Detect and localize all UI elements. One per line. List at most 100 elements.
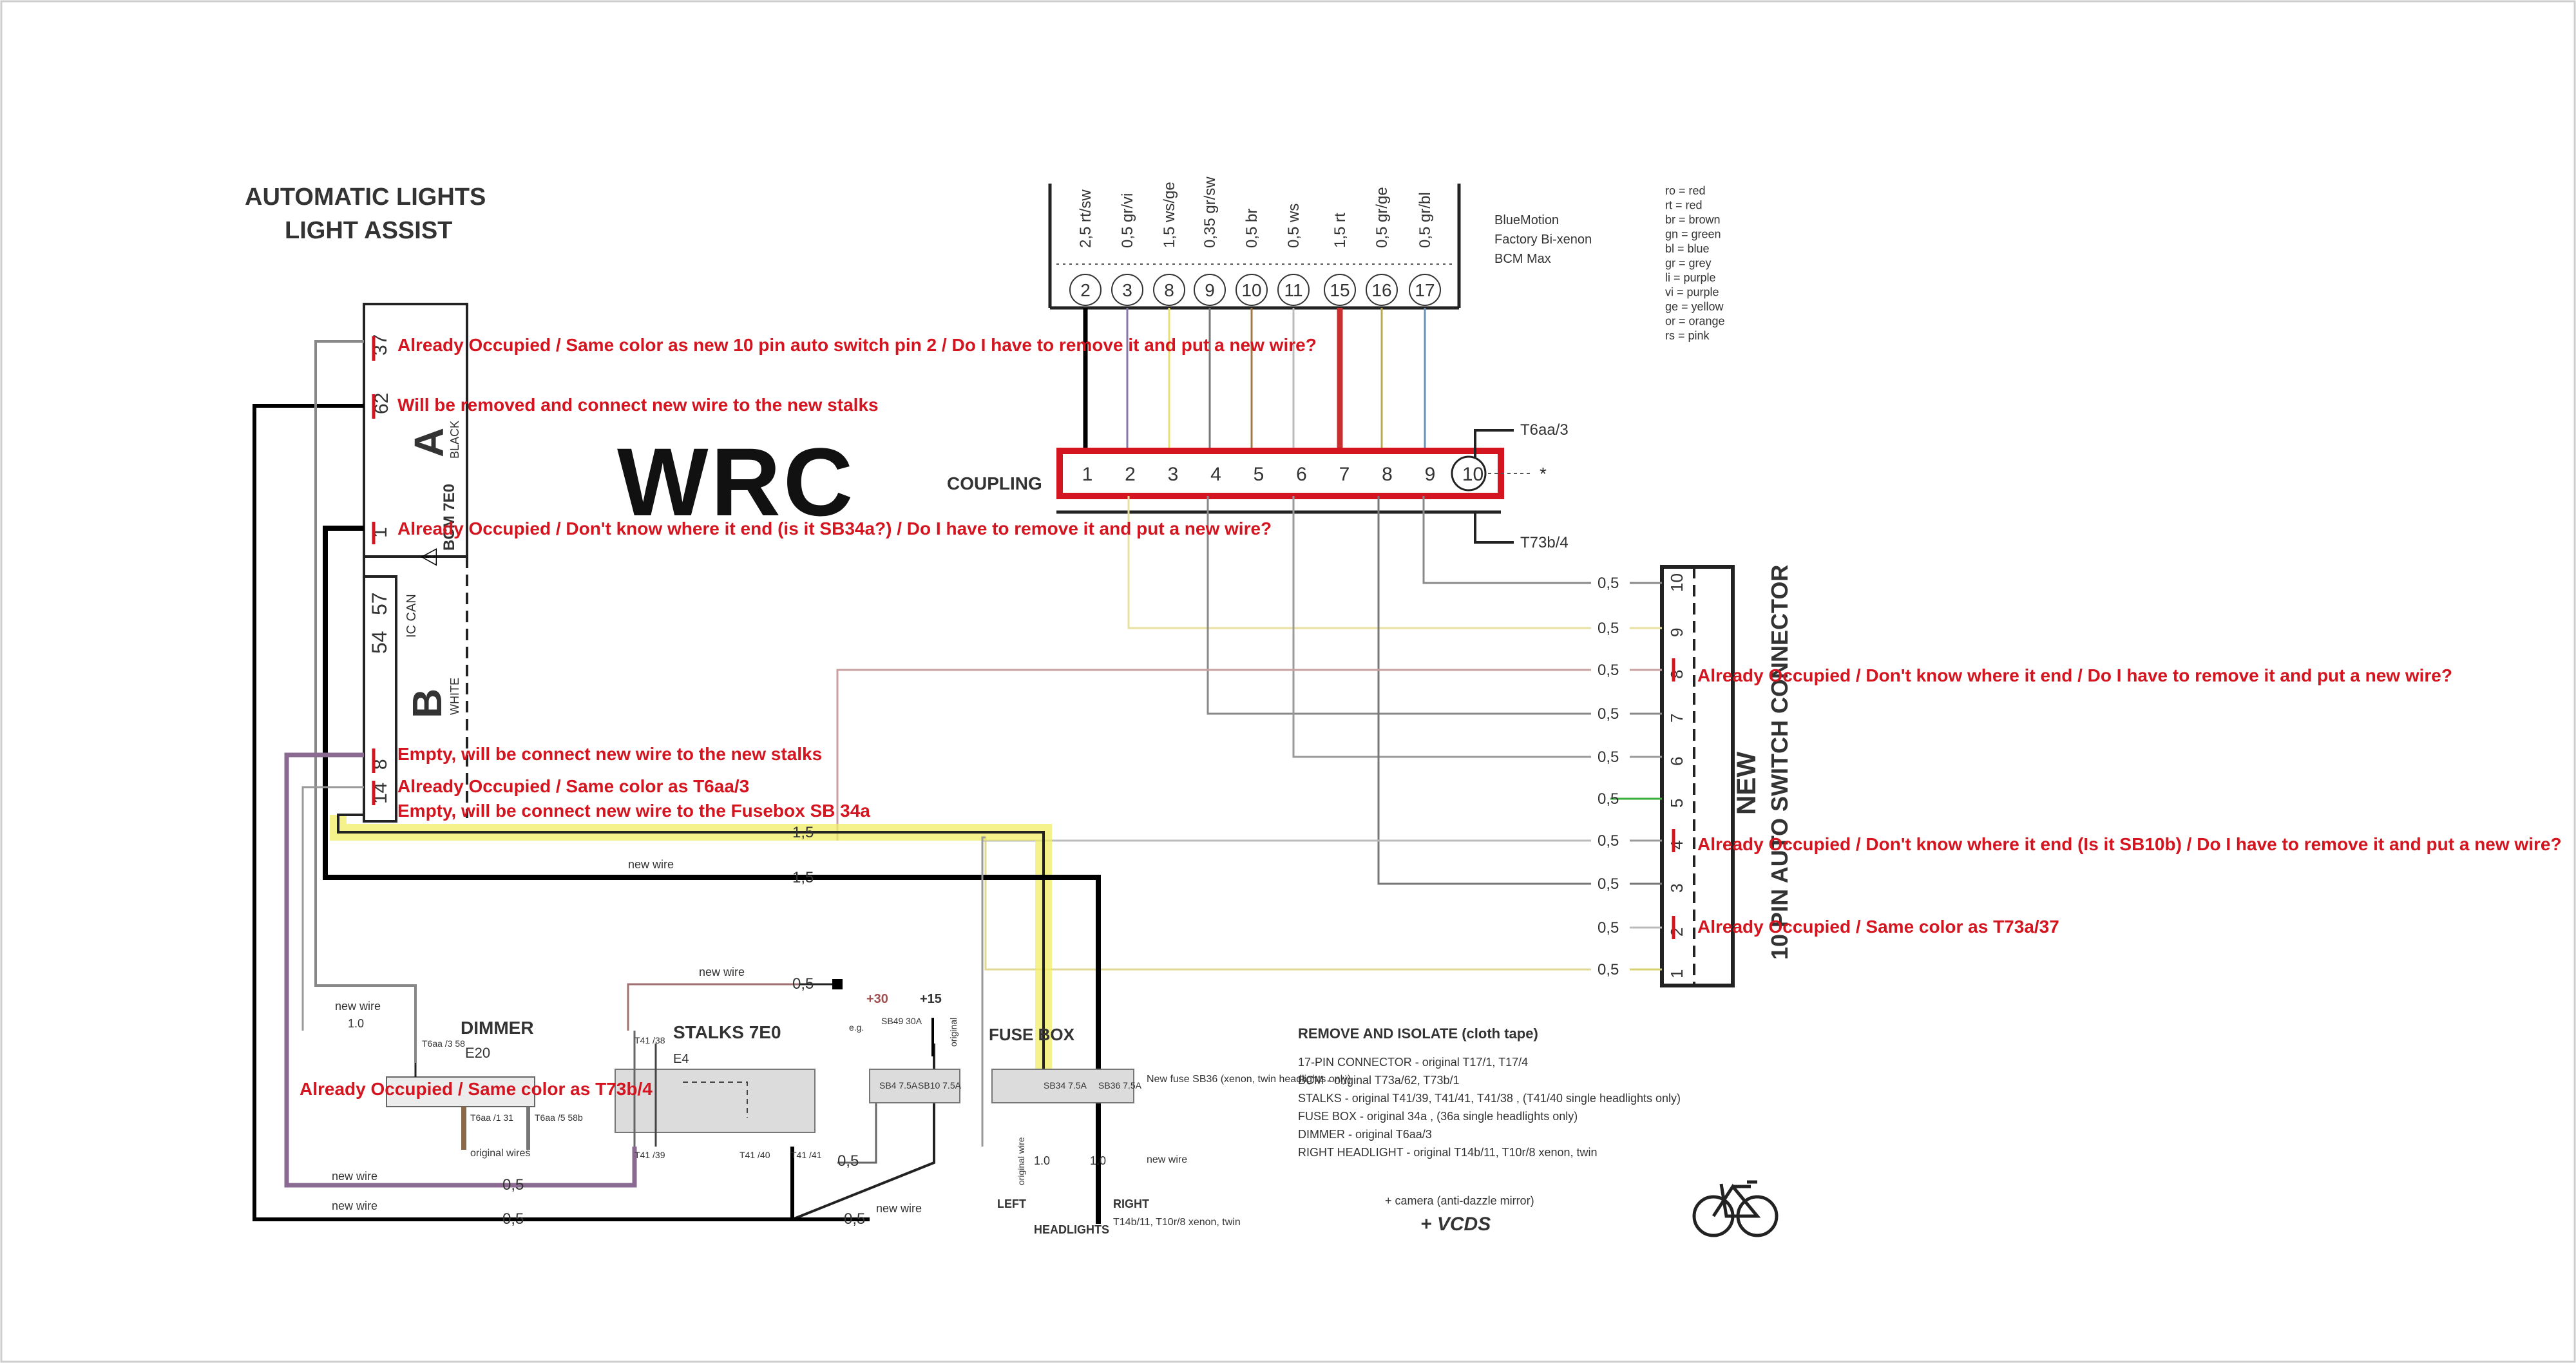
gauge-05-mid: 0,5 bbox=[792, 975, 814, 993]
switch-pin-number: 2 bbox=[1667, 928, 1686, 937]
switch-gauge: 0,5 bbox=[1598, 662, 1619, 679]
switch-gauge: 0,5 bbox=[1598, 575, 1619, 592]
headlight-right-detail: T14b/11, T10r/8 xenon, twin bbox=[1113, 1217, 1241, 1228]
fuse-original-wire: original wire bbox=[1016, 1137, 1026, 1185]
top-pin-circle bbox=[1194, 274, 1226, 306]
fuse-box-title: FUSE BOX bbox=[989, 1025, 1075, 1044]
remove-vcds: + VCDS bbox=[1420, 1214, 1491, 1235]
switch-pin-number: 9 bbox=[1667, 628, 1686, 637]
top-pin-number: 10 bbox=[1241, 280, 1261, 300]
note-bcm-37: Already Occupied / Same color as new 10 … bbox=[397, 335, 1317, 355]
coupling-pin: 5 bbox=[1254, 464, 1264, 485]
switch-pin-number: 4 bbox=[1667, 841, 1686, 850]
coupling-pin: 4 bbox=[1210, 464, 1221, 485]
top-info-1: BlueMotion bbox=[1494, 213, 1559, 227]
fuse-original: original bbox=[948, 1018, 959, 1047]
stalks-title: STALKS 7E0 bbox=[673, 1022, 781, 1042]
stalks-t41-38: T41 /38 bbox=[634, 1035, 665, 1045]
coupling-t73b: T73b/4 bbox=[1520, 534, 1569, 551]
new-wire-label-3: new wire bbox=[332, 1170, 377, 1183]
fuse-sb4: SB4 7.5A bbox=[879, 1080, 918, 1091]
top-wire-label: 1,5 ws/ge bbox=[1161, 182, 1178, 248]
remove-line: FUSE BOX - original 34a , (36a single he… bbox=[1298, 1110, 1578, 1123]
dimmer-t6aa-b: T6aa /1 31 bbox=[470, 1112, 513, 1123]
stalks-unit bbox=[615, 1031, 816, 1147]
legend-entry: ge = yellow bbox=[1665, 300, 1724, 313]
bcm-label-b: B bbox=[404, 689, 450, 718]
warning-icon: ⚠ bbox=[417, 548, 442, 567]
switch-pin-number: 7 bbox=[1667, 714, 1686, 723]
gauge-05-b: 0,5 bbox=[502, 1210, 524, 1228]
top-wire-label: 0,5 gr/vi bbox=[1119, 193, 1136, 248]
fuse-gauge-10b: 1.0 bbox=[1090, 1154, 1106, 1167]
fuse-plus15: +15 bbox=[920, 992, 942, 1006]
note-bcm-62: Will be removed and connect new wire to … bbox=[397, 395, 879, 415]
legend-entry: gr = grey bbox=[1665, 257, 1712, 270]
main-wiring bbox=[253, 340, 1101, 1224]
top-pin-number: 16 bbox=[1371, 280, 1391, 300]
note-bcm-8: Empty, will be connect new wire to the n… bbox=[397, 744, 822, 764]
fuse-sb34: SB34 7.5A bbox=[1044, 1080, 1087, 1091]
new-wire-label-5: new wire bbox=[876, 1202, 922, 1215]
bcm-ic-can: IC CAN bbox=[405, 594, 419, 638]
gauge-05-a: 0,5 bbox=[502, 1176, 524, 1194]
coupling-pin: 3 bbox=[1168, 464, 1179, 485]
switch-pin-number: 10 bbox=[1667, 573, 1686, 592]
bcm-black: BLACK bbox=[448, 421, 461, 459]
top-pin-circle bbox=[1409, 274, 1441, 306]
stalks-t41-b2: T41 /40 bbox=[739, 1150, 770, 1160]
remove-title: REMOVE AND ISOLATE (cloth tape) bbox=[1298, 1025, 1538, 1042]
bcm-connector: 37 62 1 8 14 A BLACK BCM 7E0 ⚠ 54 57 IC … bbox=[363, 303, 468, 823]
top-pin-number: 17 bbox=[1415, 280, 1435, 300]
headlight-left: LEFT bbox=[997, 1197, 1026, 1210]
remove-line: 17-PIN CONNECTOR - original T17/1, T17/4 bbox=[1298, 1056, 1528, 1069]
fuse-new-wire: new wire bbox=[1147, 1154, 1187, 1165]
top-wire-label: 2,5 rt/sw bbox=[1077, 189, 1094, 248]
wrc-logo: WRC bbox=[617, 428, 855, 536]
stalks-t41-b1: T41 /39 bbox=[634, 1150, 665, 1160]
top-17-pin-connector bbox=[1048, 184, 1461, 310]
fuse-gauge-10a: 1.0 bbox=[1034, 1154, 1050, 1167]
top-wire-label: 0,5 gr/ge bbox=[1373, 187, 1391, 248]
legend-entry: vi = purple bbox=[1665, 286, 1719, 299]
switch-title-2: 10 PIN AUTO SWITCH CONNECTOR bbox=[1766, 565, 1793, 960]
top-pin-circle bbox=[1069, 274, 1102, 306]
remove-line: STALKS - original T41/39, T41/41, T41/38… bbox=[1298, 1092, 1681, 1105]
bicycle-icon bbox=[1692, 1180, 1779, 1237]
coupling-pin: 1 bbox=[1082, 464, 1093, 485]
legend-entry: gn = green bbox=[1665, 228, 1721, 241]
bcm-part: BCM 7E0 bbox=[441, 484, 458, 551]
dimmer-title: DIMMER bbox=[461, 1018, 534, 1038]
note-switch-2: Already Occupied / Same color as T73a/37 bbox=[1697, 917, 2059, 937]
remove-line: RIGHT HEADLIGHT - original T14b/11, T10r… bbox=[1298, 1146, 1598, 1159]
top-pin-number: 9 bbox=[1205, 280, 1215, 300]
top-wire-label: 0,35 gr/sw bbox=[1201, 176, 1219, 248]
coupling-pin: 7 bbox=[1339, 464, 1350, 485]
top-pin-number: 8 bbox=[1164, 280, 1174, 300]
dimmer bbox=[386, 1063, 535, 1150]
top-wire-label: 0,5 br bbox=[1243, 209, 1261, 248]
gauge-15-a: 1,5 bbox=[792, 824, 814, 841]
top-pin-circle bbox=[1366, 274, 1398, 306]
coupling-pin: 2 bbox=[1125, 464, 1136, 485]
bcm-white: WHITE bbox=[448, 678, 461, 715]
fuse-sb49: SB49 30A bbox=[881, 1016, 922, 1026]
note-switch-8: Already Occupied / Don't know where it e… bbox=[1697, 665, 2452, 685]
switch-pin-number: 8 bbox=[1667, 670, 1686, 679]
legend-entry: li = purple bbox=[1665, 271, 1716, 284]
top-pin-number: 2 bbox=[1080, 280, 1091, 300]
legend-entry: br = brown bbox=[1665, 213, 1721, 226]
coupling-label: COUPLING bbox=[947, 473, 1042, 493]
switch-gauge: 0,5 bbox=[1598, 790, 1619, 808]
new-wire-label-1: new wire bbox=[628, 858, 674, 871]
coupling-pin: 6 bbox=[1296, 464, 1307, 485]
switch-pin-number: 3 bbox=[1667, 884, 1686, 893]
dimmer-new-wire: new wire bbox=[335, 1000, 381, 1013]
switch-pin-number: 6 bbox=[1667, 757, 1686, 766]
switch-gauge: 0,5 bbox=[1598, 919, 1619, 937]
note-bcm-14b: Empty, will be connect new wire to the F… bbox=[397, 801, 870, 821]
top-wire-label: 0,5 gr/bl bbox=[1417, 192, 1434, 248]
